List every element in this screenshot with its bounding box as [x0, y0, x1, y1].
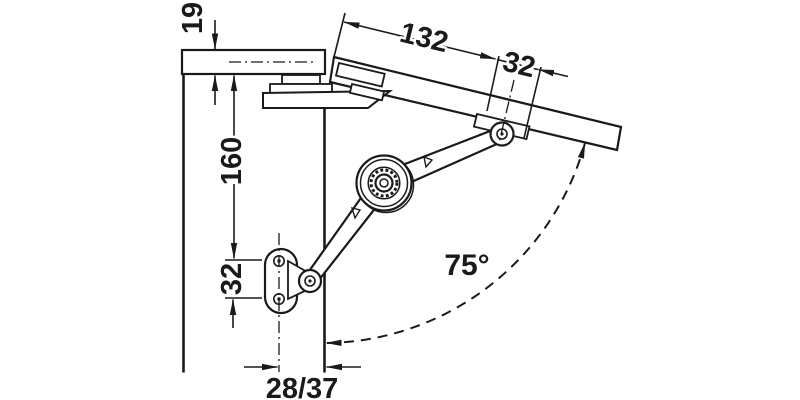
dim-plate-holes: 32	[214, 259, 262, 328]
lower-arm-mark	[350, 207, 362, 220]
swing-arc	[325, 142, 586, 347]
lift-mechanism	[263, 112, 531, 315]
flap-hinge-plate	[334, 61, 386, 88]
pivot-axis	[498, 79, 515, 144]
extension-line-bracket-right	[523, 66, 542, 139]
dim-top-to-plate: 160	[214, 75, 251, 259]
dim-32-right-label: 32	[500, 46, 539, 85]
cabinet-side-panel	[182, 74, 326, 373]
extension-line-hinge	[333, 12, 346, 58]
centerlines	[278, 79, 515, 372]
dim-32-left-label: 32	[216, 263, 248, 295]
dim-160-label: 160	[216, 137, 248, 185]
flap-pivot	[489, 121, 515, 147]
dim-132-label: 132	[397, 17, 452, 59]
angle-75-label: 75°	[444, 249, 489, 282]
flap-panel	[328, 55, 623, 152]
plate-pivot	[297, 268, 323, 294]
upper-arm-mark	[423, 155, 434, 169]
concealed-hinge	[262, 74, 393, 109]
extension-line-bracket-left	[486, 55, 500, 112]
dim-panel-thickness: 19	[175, 0, 219, 105]
dim-28-37-label: 28/37	[266, 373, 339, 400]
dim-setback: 28/37	[244, 363, 361, 400]
dim-19-label: 19	[177, 2, 209, 34]
hub	[355, 154, 415, 214]
cabinet-top-panel	[180, 48, 327, 76]
gear-ring-icon	[367, 166, 401, 200]
